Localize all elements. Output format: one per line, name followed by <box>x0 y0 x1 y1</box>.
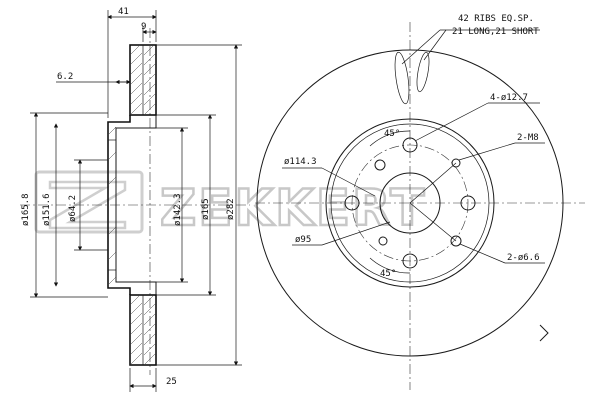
front-view: 42 RIBS EQ.SP. 21 LONG,21 SHORT 4-ø12.7 … <box>255 14 585 390</box>
rotation-direction-icon <box>539 324 549 342</box>
brand-logo: ZEKKERT <box>34 170 426 238</box>
leader-bore <box>321 221 391 246</box>
dim-bottom-width: 25 <box>166 377 177 387</box>
thread-hole-upper-left <box>374 159 386 171</box>
bolt-holes-label: 4-ø12.7 <box>490 93 528 103</box>
thread-hole-upper-right <box>451 158 461 168</box>
dim-face-thickness: 9 <box>141 22 146 32</box>
hat-profile <box>107 115 131 295</box>
small-holes-label: 2-ø6.6 <box>507 253 540 263</box>
hat-outer-edge <box>330 123 490 283</box>
hat-inner-profile <box>115 115 157 295</box>
leader-ribs-2 <box>423 29 447 61</box>
ribs-note-line2: 21 LONG,21 SHORT <box>452 27 539 37</box>
leader-pcd <box>321 167 376 197</box>
bolt-hole-left <box>344 195 360 211</box>
angle-top-label: 45° <box>384 129 400 139</box>
disc-outer-edge <box>256 49 564 357</box>
angle-bottom-label: 45° <box>380 269 396 279</box>
small-hole-lower-left <box>378 236 388 246</box>
dim-total-thickness: 41 <box>118 7 129 17</box>
leader-small-holes <box>459 243 506 264</box>
bolt-hole-right <box>460 195 476 211</box>
dim-hat-offset: 6.2 <box>57 72 73 82</box>
pcd-label: ø114.3 <box>284 157 317 167</box>
dim-dia-165: ø165 <box>201 198 211 220</box>
radial-line-lower <box>409 202 457 242</box>
small-hole-lower-right <box>450 235 462 247</box>
angle-arc-bottom <box>369 257 411 274</box>
hatch-lower <box>129 294 157 366</box>
friction-inner-edge <box>325 118 495 288</box>
center-bore <box>379 172 441 234</box>
leader-bolt-holes <box>414 102 489 142</box>
pcd-circle <box>351 144 469 262</box>
side-view: 41 9 6.2 25 ø165.8 ø151.6 ø64.2 ø142.3 ø <box>20 7 250 392</box>
angle-arc-top <box>369 130 411 147</box>
rib-long <box>394 51 410 105</box>
hatch-hat <box>107 126 117 286</box>
radial-line-upper <box>409 162 457 204</box>
hatch-upper <box>129 44 157 116</box>
logo-text: ZEKKERT <box>160 179 426 237</box>
leader-ribs-1 <box>401 29 441 65</box>
bolt-hole-top <box>402 137 418 153</box>
dim-dia-282: ø282 <box>226 198 236 220</box>
threads-label: 2-M8 <box>517 133 539 143</box>
ribs-note-line1: 42 RIBS EQ.SP. <box>458 14 534 24</box>
rib-short <box>416 51 430 93</box>
bolt-hole-bottom <box>402 253 418 269</box>
logo-z-shape <box>48 180 127 230</box>
dim-dia-165-8: ø165.8 <box>21 193 31 226</box>
bore-label: ø95 <box>295 235 311 245</box>
leader-threads <box>458 142 516 161</box>
dim-dia-142-3: ø142.3 <box>173 193 183 226</box>
dim-dia-151-6: ø151.6 <box>42 193 52 226</box>
dim-dia-64-2: ø64.2 <box>68 195 78 222</box>
